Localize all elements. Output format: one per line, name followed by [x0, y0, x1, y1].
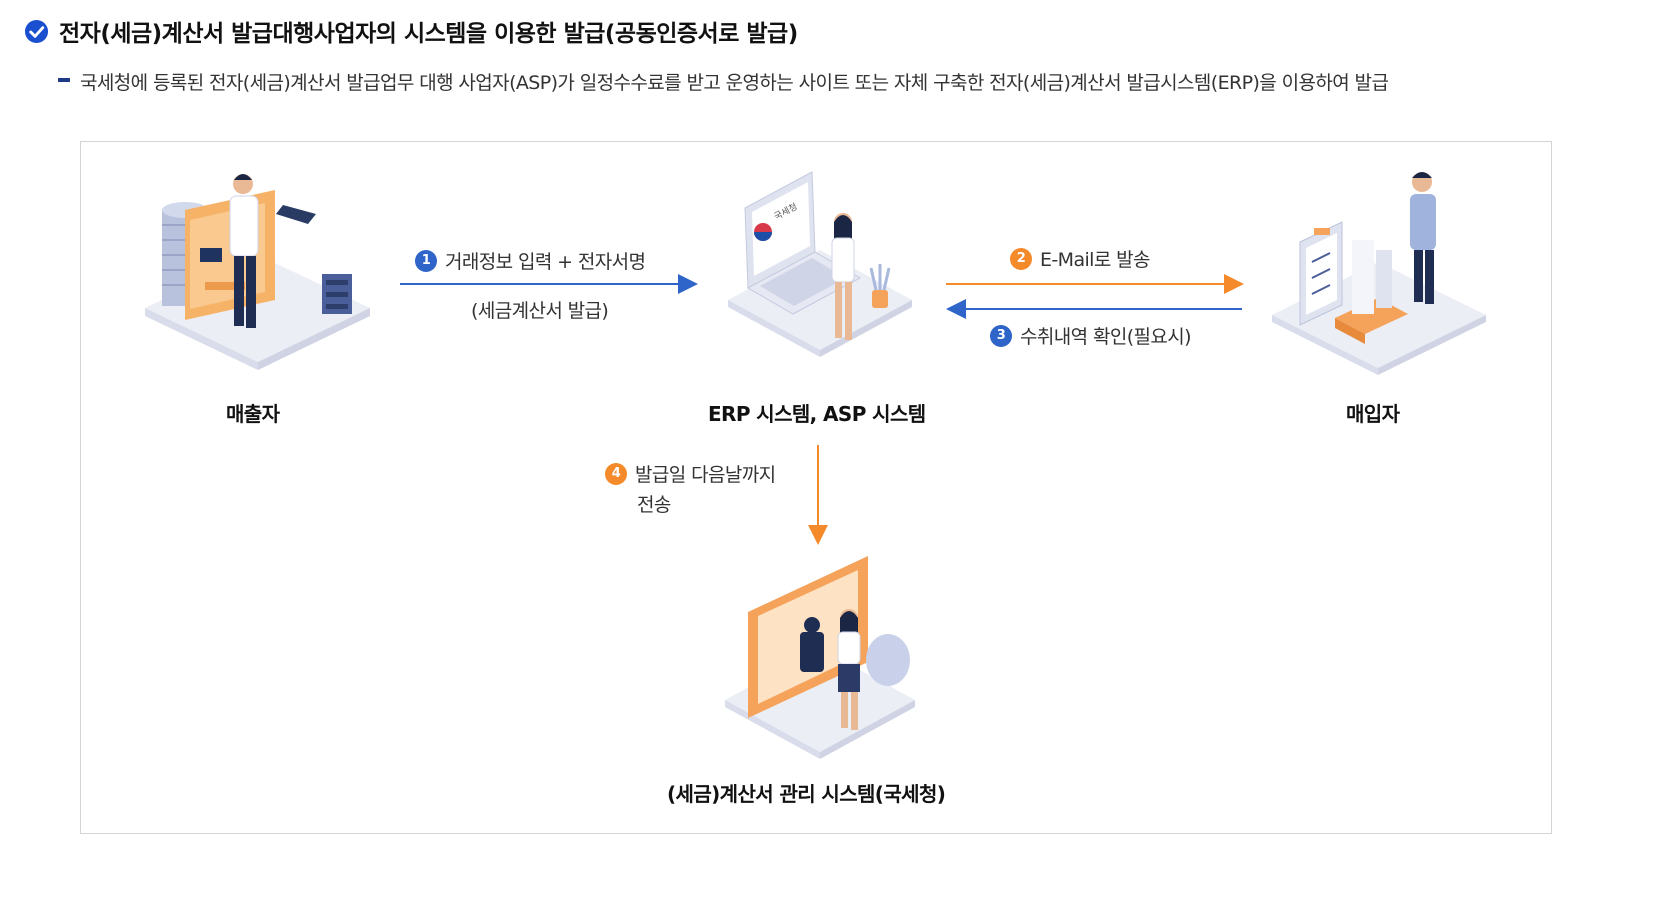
step-1: 1 거래정보 입력 + 전자서명 [415, 247, 646, 274]
step-number-badge: 4 [605, 462, 627, 485]
description: 국세청에 등록된 전자(세금)계산서 발급업무 대행 사업자(ASP)가 일정수… [58, 66, 1518, 100]
buyer-label: 매입자 [1346, 402, 1400, 426]
bullet-dash-icon [58, 78, 70, 82]
step-1-sublabel: (세금계산서 발급) [471, 300, 609, 322]
system-illustration: 국세청 [728, 171, 912, 357]
check-circle-icon [24, 19, 49, 43]
section-heading: 전자(세금)계산서 발급대행사업자의 시스템을 이용한 발급(공동인증서로 발급… [24, 14, 798, 48]
nts-label: (세금)계산서 관리 시스템(국세청) [667, 782, 946, 806]
seller-illustration [145, 174, 370, 370]
step-number-badge: 2 [1010, 247, 1032, 270]
page-title: 전자(세금)계산서 발급대행사업자의 시스템을 이용한 발급(공동인증서로 발급… [59, 21, 798, 47]
step-4-sublabel: 전송 [637, 494, 671, 516]
step-2: 2 E-Mail로 발송 [1010, 245, 1151, 272]
step-4-label: 발급일 다음날까지 [635, 464, 776, 486]
step-1-label: 거래정보 입력 + 전자서명 [445, 251, 646, 273]
step-4: 4 발급일 다음날까지 [605, 460, 776, 487]
step-2-label: E-Mail로 발송 [1040, 249, 1151, 271]
system-label: ERP 시스템, ASP 시스템 [708, 402, 926, 426]
step-3: 3 수취내역 확인(필요시) [990, 322, 1192, 349]
nts-illustration [725, 556, 915, 759]
seller-label: 매출자 [226, 402, 280, 426]
step-number-badge: 1 [415, 249, 437, 272]
step-3-label: 수취내역 확인(필요시) [1020, 326, 1192, 348]
description-text: 국세청에 등록된 전자(세금)계산서 발급업무 대행 사업자(ASP)가 일정수… [80, 72, 1389, 94]
step-number-badge: 3 [990, 324, 1012, 347]
buyer-illustration [1272, 172, 1486, 375]
